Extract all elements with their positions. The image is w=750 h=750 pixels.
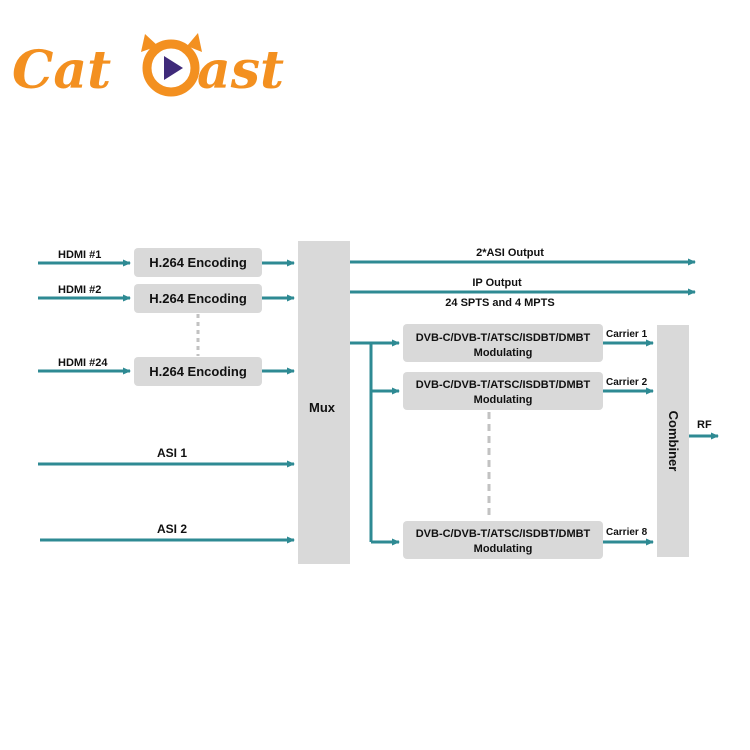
ip-output-label: IP Output: [472, 277, 522, 289]
encoder-box-24: [134, 357, 262, 386]
encoder-boxes: [134, 248, 262, 386]
mux-label: Mux: [309, 400, 336, 415]
hdmi1-label: HDMI #1: [58, 249, 101, 261]
modulator-box-2: [403, 372, 603, 410]
modulator-box-8: [403, 521, 603, 559]
combiner-box: [657, 325, 689, 557]
modulator-box-1: [403, 324, 603, 362]
encoder-box-1: [134, 248, 262, 277]
encoder-1-label: H.264 Encoding: [149, 255, 247, 270]
asi2-label: ASI 2: [157, 522, 187, 536]
hdmi24-label: HDMI #24: [58, 357, 108, 369]
carrier-1-label: Carrier 1: [606, 329, 648, 340]
asi1-label: ASI 1: [157, 446, 187, 460]
cat-play-logo-icon: [141, 33, 202, 97]
encoder-24-label: H.264 Encoding: [149, 364, 247, 379]
rf-label: RF: [697, 419, 712, 431]
hdmi2-label: HDMI #2: [58, 284, 101, 296]
carrier-8-label: Carrier 8: [606, 527, 648, 538]
brand-name-suffix: ast: [197, 40, 284, 101]
encoder-2-label: H.264 Encoding: [149, 291, 247, 306]
encoder-box-2: [134, 284, 262, 313]
signal-arrows: [38, 258, 719, 546]
modulator-1-line1: DVB-C/DVB-T/ATSC/ISDBT/DMBT: [416, 332, 591, 344]
modulator-2-line1: DVB-C/DVB-T/ATSC/ISDBT/DMBT: [416, 379, 591, 391]
ip-output-detail-label: 24 SPTS and 4 MPTS: [445, 297, 554, 309]
modulator-2-line2: Modulating: [474, 394, 533, 406]
brand-logo: Cat ast: [12, 33, 284, 101]
brand-name-prefix: Cat: [12, 40, 111, 101]
mux-box: [298, 241, 350, 564]
modulator-8-line2: Modulating: [474, 543, 533, 555]
modulator-1-line2: Modulating: [474, 347, 533, 359]
modulator-boxes: [403, 324, 603, 559]
asi-output-label: 2*ASI Output: [476, 247, 544, 259]
combiner-label: Combiner: [666, 411, 681, 472]
modulator-8-line1: DVB-C/DVB-T/ATSC/ISDBT/DMBT: [416, 528, 591, 540]
carrier-2-label: Carrier 2: [606, 377, 648, 388]
